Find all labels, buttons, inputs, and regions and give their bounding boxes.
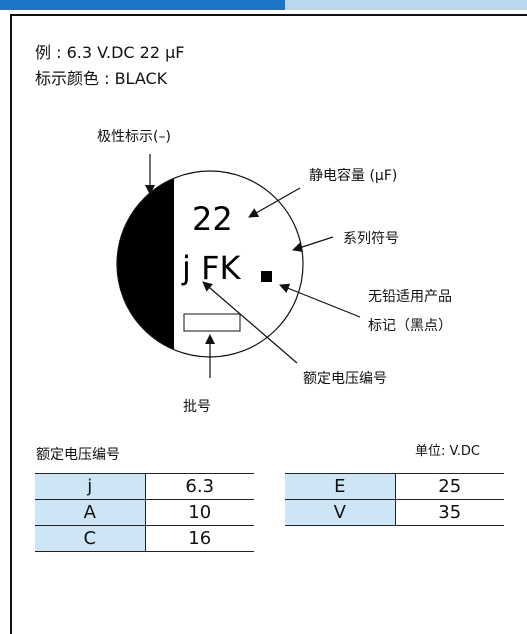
leadfree-arrow xyxy=(279,283,361,318)
voltage-code-label: 额定电压编号 xyxy=(303,371,387,387)
polarity-band xyxy=(117,171,174,357)
table-row: j 6.3 xyxy=(35,473,254,500)
example-line: 例 : 6.3 V.DC 22 µF xyxy=(35,43,185,62)
code-cell: A xyxy=(35,499,146,526)
series-label: 系列符号 xyxy=(343,231,399,247)
voltage-cell: 25 xyxy=(395,473,504,500)
code-cell: V xyxy=(285,499,396,526)
unit-label: 单位: V.DC xyxy=(415,444,480,459)
marking-capacitance: 22 xyxy=(192,200,233,238)
marking-color-line: 标示颜色 : BLACK xyxy=(35,69,168,88)
voltage-code-table-title: 额定电压编号 xyxy=(36,447,120,463)
content-frame xyxy=(10,14,527,634)
header-tab-active[interactable] xyxy=(0,0,285,10)
leadfree-label-line2: 标记（黑点） xyxy=(368,318,452,334)
lot-box xyxy=(183,313,241,332)
table-row: C 16 xyxy=(35,525,254,552)
polarity-label: 极性标示(–) xyxy=(97,129,171,145)
voltage-cell: 16 xyxy=(145,525,254,552)
voltage-code-table-right: E 25 V 35 xyxy=(285,473,504,526)
marking-series: j FK xyxy=(181,249,241,287)
leadfree-label-line1: 无铅适用产品 xyxy=(368,289,452,305)
code-cell: C xyxy=(35,525,146,552)
voltage-code-arrow xyxy=(202,281,298,364)
header-tab-inactive[interactable] xyxy=(285,0,527,10)
code-cell: j xyxy=(35,473,146,500)
table-row: A 10 xyxy=(35,499,254,526)
series-arrow xyxy=(292,236,334,252)
capacitance-label: 静电容量 (µF) xyxy=(309,168,398,184)
voltage-cell: 10 xyxy=(145,499,254,526)
code-cell: E xyxy=(285,473,396,500)
capacitor-diagram: 22 j FK xyxy=(116,154,361,378)
table-row: V 35 xyxy=(285,499,504,526)
leadfree-dot xyxy=(261,271,272,282)
voltage-code-table-left: j 6.3 A 10 C 16 xyxy=(35,473,254,552)
lot-label: 批号 xyxy=(183,399,211,415)
capacitance-arrow xyxy=(248,187,301,218)
table-row: E 25 xyxy=(285,473,504,500)
voltage-cell: 35 xyxy=(395,499,504,526)
voltage-cell: 6.3 xyxy=(145,473,254,500)
